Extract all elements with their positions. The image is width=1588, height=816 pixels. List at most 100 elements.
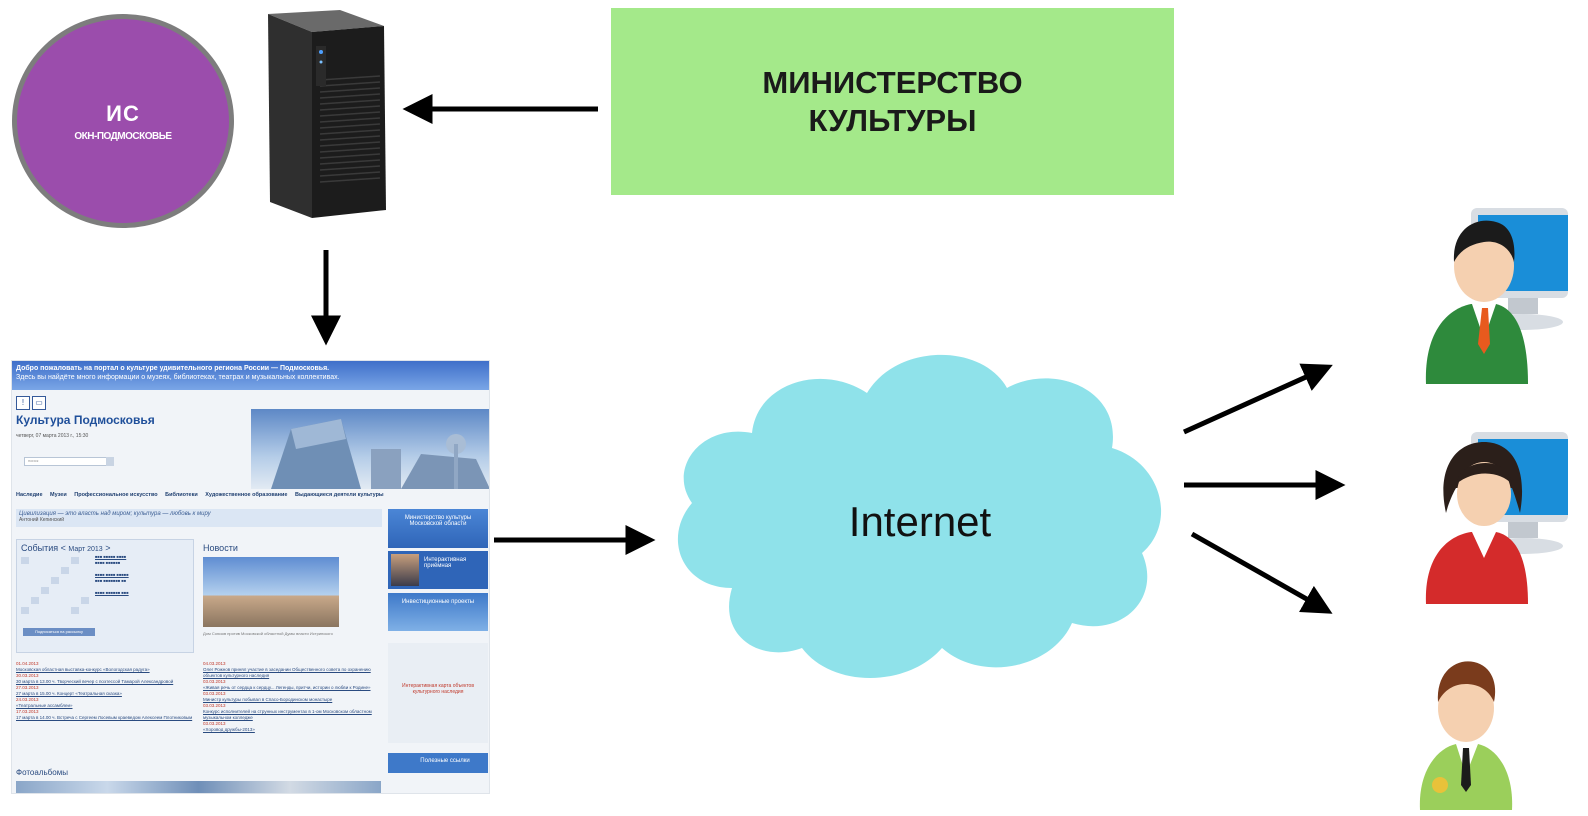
calendar-cell[interactable] (51, 607, 59, 614)
nav-item[interactable]: Выдающиеся деятели культуры (294, 492, 384, 498)
subscribe-button[interactable]: Подписаться на рассылку (23, 628, 95, 636)
events-header: События < Март 2013 > (21, 543, 111, 553)
calendar-cell[interactable] (31, 597, 39, 604)
arrow-internet-to-user-3 (1190, 531, 1333, 614)
calendar-cell[interactable] (21, 597, 29, 604)
portal-nav: Наследие Музеи Профессиональное искусств… (16, 492, 486, 498)
portal-banner-line1: Добро пожаловать на портал о культуре уд… (16, 365, 330, 372)
nav-item[interactable]: Наследие (16, 492, 43, 498)
calendar-cell[interactable] (61, 587, 69, 594)
side-ministry-button[interactable]: Министерство культуры Московской области (388, 509, 488, 548)
news-link[interactable]: Конкурс исполнителей на струнных инструм… (203, 709, 372, 720)
print-icon[interactable]: ▭ (32, 396, 46, 410)
news-title: Новости (203, 543, 238, 553)
nav-item[interactable]: Музеи (50, 492, 67, 498)
calendar-cell[interactable] (71, 607, 79, 614)
useful-links-button[interactable]: Полезные ссылки (388, 753, 488, 773)
news-link[interactable]: Олег Рожнов принял участие в заседании О… (203, 667, 371, 678)
calendar-cell[interactable] (41, 557, 49, 564)
news-link[interactable]: Московская областная выставка-конкурс «В… (16, 667, 150, 672)
calendar-cell[interactable] (61, 577, 69, 584)
news-link[interactable]: 27 марта в 15.00 ч. Концерт «Театральная… (16, 691, 122, 696)
news-date: 30.03.2013 (16, 673, 39, 678)
portal-events: События < Март 2013 > ■■■ ■■■■■ ■■■■■■■■… (16, 539, 194, 653)
calendar-cell[interactable] (81, 597, 89, 604)
calendar-cell[interactable] (21, 577, 29, 584)
side-investment-button[interactable]: Инвестиционные проекты (388, 593, 488, 631)
nav-item[interactable]: Художественное образование (205, 492, 288, 498)
news-item[interactable]: 24.03.2013«Театральные ассамблеи» (16, 697, 198, 709)
portal-search-button[interactable] (106, 457, 114, 466)
news-date: 03.03.2013 (203, 703, 226, 708)
ministry-label: МИНИСТЕРСТВО КУЛЬТУРЫ (762, 64, 1023, 138)
news-date: 01.04.2013 (16, 661, 39, 666)
portal-search-input[interactable]: поиск (24, 457, 107, 466)
calendar-cell[interactable] (41, 597, 49, 604)
calendar-cell[interactable] (61, 567, 69, 574)
news-item[interactable]: 03.03.2013«Живая речь от сердца к сердцу… (203, 679, 385, 691)
news-link[interactable]: «Театральные ассамблеи» (16, 703, 73, 708)
calendar-cell[interactable] (81, 587, 89, 594)
calendar-cell[interactable] (41, 577, 49, 584)
calendar-cell[interactable] (21, 607, 29, 614)
quote-author: Антоний Кепинский (19, 517, 65, 523)
news-item[interactable]: 03.03.2013«Хоровод дружбы-2013» (203, 721, 385, 733)
calendar-cell[interactable] (31, 557, 39, 564)
news-caption[interactable]: Дом Союзов против Московской областной Д… (203, 631, 333, 636)
interactive-map[interactable]: Интерактивная карта объектов культурного… (388, 643, 488, 743)
calendar-cell[interactable] (61, 607, 69, 614)
calendar-cell[interactable] (51, 597, 59, 604)
nav-item[interactable]: Профессиональное искусство (74, 492, 158, 498)
calendar-cell[interactable] (71, 597, 79, 604)
news-link[interactable]: «Живая речь от сердца к сердцу... Легенд… (203, 685, 371, 690)
calendar-cell[interactable] (71, 587, 79, 594)
news-link[interactable]: «Хоровод дружбы-2013» (203, 727, 255, 732)
calendar-cell[interactable] (61, 557, 69, 564)
news-link[interactable]: 17 марта в 14.00 ч. Встреча с Сергеем Ло… (16, 715, 193, 720)
calendar-cell[interactable] (51, 567, 59, 574)
events-month: Март 2013 (68, 546, 103, 553)
info-icon[interactable]: ! (16, 396, 30, 410)
internet-label: Internet (848, 498, 992, 545)
calendar-cell[interactable] (31, 567, 39, 574)
calendar-cell[interactable] (71, 567, 79, 574)
calendar-cell[interactable] (81, 577, 89, 584)
calendar-cell[interactable] (21, 587, 29, 594)
calendar-cell[interactable] (81, 567, 89, 574)
calendar-cell[interactable] (21, 557, 29, 564)
female-user-computer-icon (1425, 432, 1568, 604)
calendar-cell[interactable] (71, 577, 79, 584)
nav-item[interactable]: Библиотеки (165, 492, 198, 498)
calendar-cell[interactable] (81, 607, 89, 614)
calendar-cell[interactable] (31, 607, 39, 614)
calendar-cell[interactable] (31, 577, 39, 584)
calendar-cell[interactable] (41, 567, 49, 574)
news-date: 03.03.2013 (203, 691, 226, 696)
calendar-cell[interactable] (51, 557, 59, 564)
news-link[interactable]: 30 марта в 13.00 ч. Творческий вечер с п… (16, 679, 174, 684)
calendar-cell[interactable] (31, 587, 39, 594)
side-reception-button[interactable]: Интерактивная приёмная (388, 551, 488, 589)
calendar-cell[interactable] (41, 607, 49, 614)
calendar-cell[interactable] (41, 587, 49, 594)
events-calendar[interactable] (21, 557, 91, 627)
calendar-cell[interactable] (61, 597, 69, 604)
events-list: ■■■ ■■■■■ ■■■■■■■■ ■■■■■■ ■■■■ ■■■■ ■■■■… (95, 554, 129, 595)
news-image[interactable] (203, 557, 339, 627)
calendar-cell[interactable] (51, 577, 59, 584)
calendar-cell[interactable] (71, 557, 79, 564)
calendar-cell[interactable] (81, 557, 89, 564)
calendar-cell[interactable] (51, 587, 59, 594)
calendar-cell[interactable] (21, 567, 29, 574)
news-link[interactable]: Министр культуры побывал в Спасо-Бородин… (203, 697, 333, 702)
photo-albums-strip[interactable] (16, 781, 381, 793)
